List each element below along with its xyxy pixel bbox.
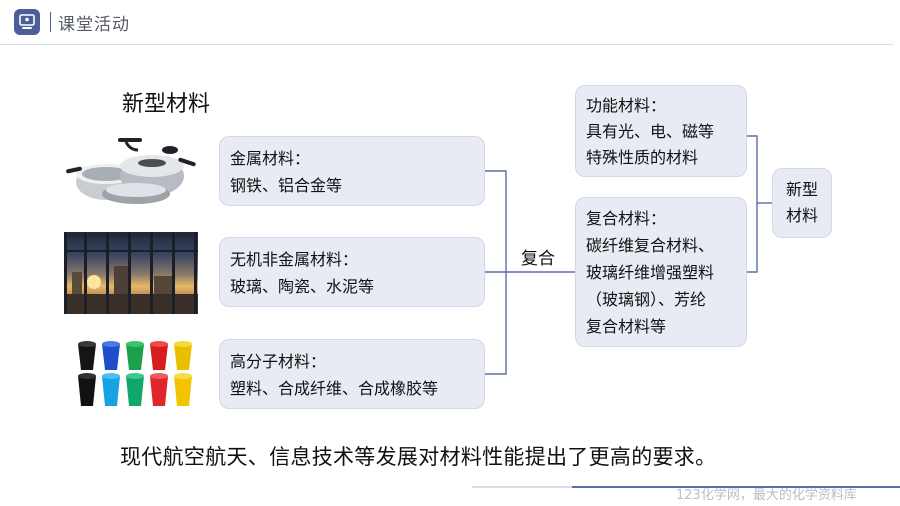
polymer-materials-title: 高分子材料：	[230, 352, 327, 371]
new-materials-line-2: 材料	[785, 206, 818, 225]
glass-building-photo	[64, 232, 198, 314]
cookware-photo	[66, 130, 196, 206]
section-title: 新型材料	[122, 92, 211, 117]
conclusion-text: 现代航空航天、信息技术等发展对材料性能提出了更高的要求。	[120, 445, 717, 469]
composite-materials-desc-3: （玻璃钢）、芳纶	[586, 290, 707, 309]
composite-materials-desc-1: 碳纤维复合材料、	[586, 236, 715, 255]
header-separator	[50, 12, 51, 32]
composite-materials-title: 复合材料：	[586, 209, 667, 228]
new-materials-box: 新型 材料	[772, 168, 832, 238]
metal-materials-examples: 钢铁、铝合金等	[230, 176, 343, 195]
watermark-text: 123化学网，最大的化学资料库	[676, 488, 857, 503]
inorganic-nonmetal-materials-box: 无机非金属材料： 玻璃、陶瓷、水泥等	[219, 237, 485, 307]
functional-materials-desc-1: 具有光、电、磁等	[586, 122, 715, 141]
metal-materials-box: 金属材料： 钢铁、铝合金等	[219, 136, 485, 206]
polymer-materials-examples: 塑料、合成纤维、合成橡胶等	[230, 379, 439, 398]
composite-materials-desc-2: 玻璃纤维增强塑料	[586, 263, 715, 282]
header-divider	[0, 44, 893, 45]
metal-materials-title: 金属材料：	[230, 149, 311, 168]
composite-materials-box: 复合材料： 碳纤维复合材料、 玻璃纤维增强塑料 （玻璃钢）、芳纶 复合材料等	[575, 197, 747, 347]
plastic-spools-photo	[68, 336, 198, 410]
new-materials-line-1: 新型	[785, 180, 818, 199]
functional-materials-box: 功能材料： 具有光、电、磁等 特殊性质的材料	[575, 85, 747, 177]
inorganic-materials-title: 无机非金属材料：	[230, 250, 359, 269]
compound-label: 复合	[521, 249, 555, 269]
header-title: 课堂活动	[58, 15, 130, 35]
composite-materials-desc-4: 复合材料等	[586, 317, 667, 336]
inorganic-materials-examples: 玻璃、陶瓷、水泥等	[230, 277, 375, 296]
functional-materials-title: 功能材料：	[586, 96, 667, 115]
footer-deco-line-dark	[572, 486, 900, 488]
functional-materials-desc-2: 特殊性质的材料	[586, 148, 699, 167]
classroom-logo-icon	[14, 9, 40, 35]
polymer-materials-box: 高分子材料： 塑料、合成纤维、合成橡胶等	[219, 339, 485, 409]
header: 课堂活动	[0, 0, 900, 45]
